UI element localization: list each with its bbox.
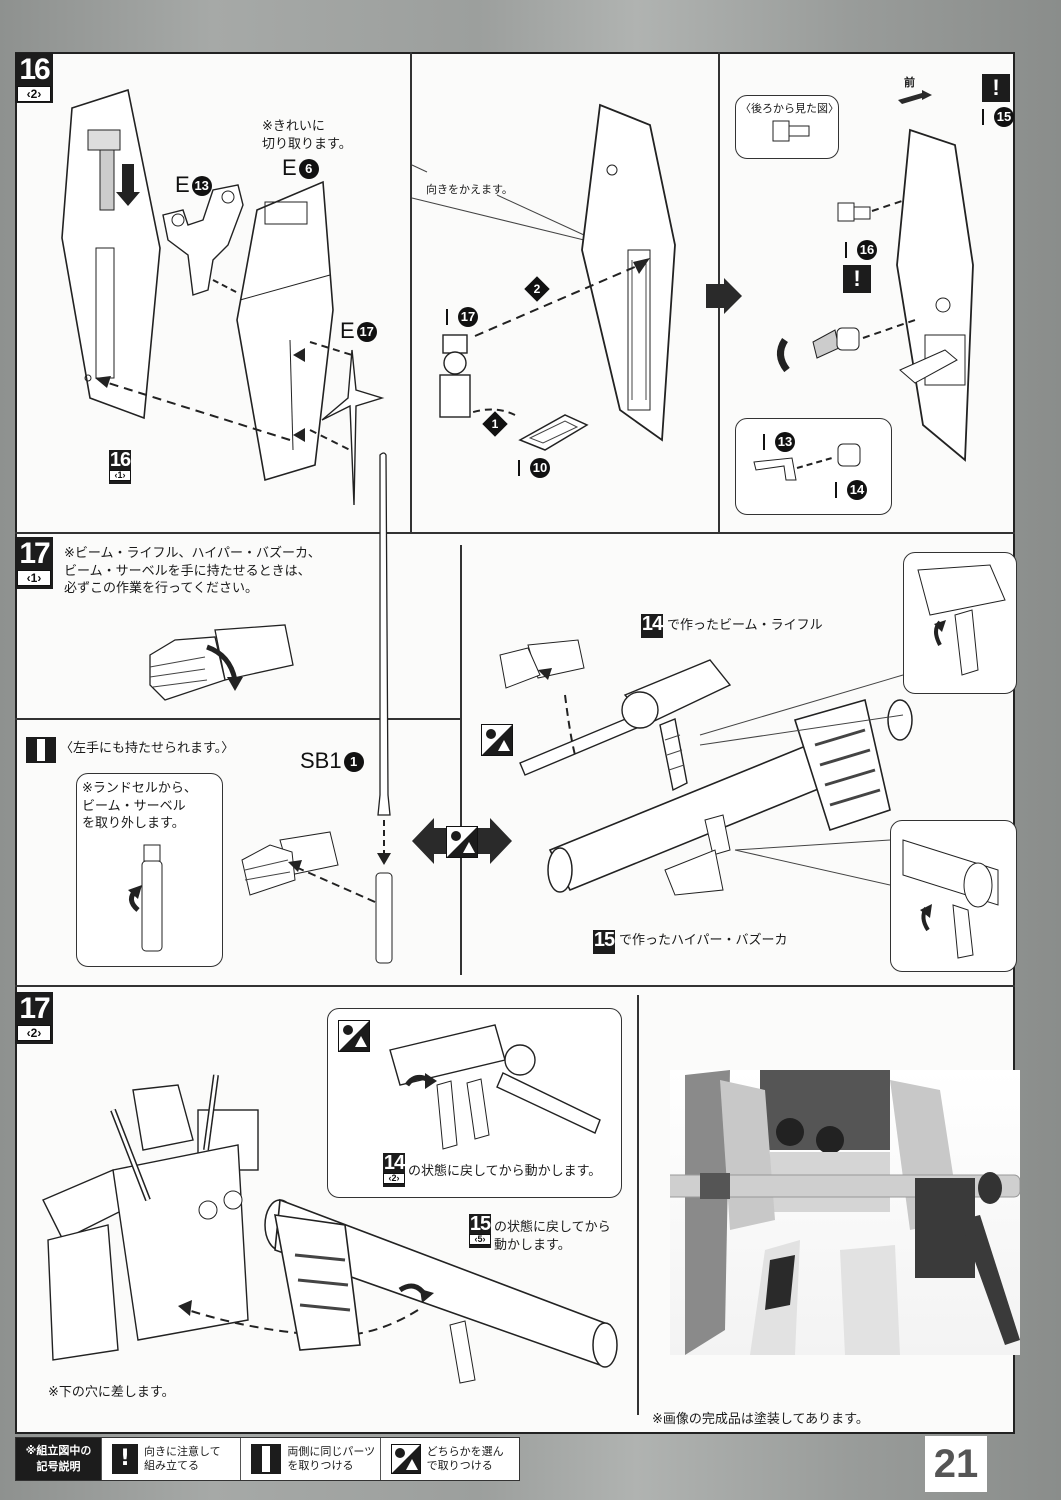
hand-grip-saber-drawing [241, 831, 376, 903]
finished-model-photo [649, 1070, 1021, 1355]
front-direction-label: 前 [904, 76, 915, 89]
rifle-ref-text: で作ったビーム・ライフル [667, 618, 823, 633]
both-sides-icon [251, 1444, 282, 1474]
divider-middle-row [15, 985, 1015, 987]
divider-17-1-inner [15, 718, 460, 720]
bazooka-state-ref-badge: 15 ‹5› [469, 1214, 491, 1248]
order-marker-1: 1 [482, 411, 508, 437]
page-number: 21 [925, 1436, 987, 1492]
hand-open-drawing [149, 624, 294, 701]
hyper-bazooka-drawing [547, 698, 913, 896]
shield-back-drawing [61, 88, 161, 420]
divider-17-1 [460, 545, 462, 975]
order-marker-2: 2 [524, 276, 550, 302]
insert-lower-hole-note: ※下の穴に差します。 [48, 1385, 175, 1400]
saber-removal-note: ※ランドセルから、 ビーム・サーベル を取り外します。 [82, 781, 197, 832]
legend-item-choice: どちらかを選ん で取りつける [379, 1438, 519, 1480]
part-i17-grip-drawing [439, 334, 471, 418]
shield-inner-drawing [581, 103, 676, 442]
legend-heading: ※組立図中の 記号説明 [16, 1438, 101, 1480]
divider-16-left [410, 52, 412, 532]
orientation-warning-icon: ! [982, 74, 1010, 102]
divider-top-row [15, 532, 1015, 534]
bazooka-mount-dashed-arrow [178, 1300, 419, 1337]
hand-with-peg-drawing [499, 639, 585, 689]
runner-tag-i13: 13 [763, 432, 795, 452]
front-arrow-icon [898, 90, 932, 104]
beam-rifle-drawing [519, 659, 732, 792]
painted-model-note: ※画像の完成品は塗装してあります。 [652, 1412, 869, 1427]
hyper-bazooka-mount-drawing [264, 1198, 618, 1384]
rifle-state-ref-badge: 14 ‹2› [383, 1153, 405, 1187]
part-e6-drawing [236, 180, 334, 482]
bazooka-ref-badge: 15 [593, 930, 615, 954]
detail-leader-lines [699, 674, 904, 886]
choice-icon-rifle-2 [338, 1020, 370, 1052]
gundam-torso-drawing [42, 1074, 259, 1361]
dashed-arrow-16-to-e6 [95, 376, 291, 441]
step-badge-17-2: 17 ‹2› [15, 992, 53, 1044]
turn-leader-lines [411, 164, 585, 241]
runner-tag-i16: 16 [845, 240, 877, 260]
part-i10-handle-drawing [469, 408, 589, 451]
rifle-grip-detail-drawing [917, 564, 1006, 676]
choose-either-arrow [412, 818, 512, 864]
finished-model-photo-image [649, 1070, 1021, 1355]
hand-prep-note: ※ビーム・ライフル、ハイパー・バズーカ、 ビーム・サーベルを手に持たせるときは、… [64, 546, 321, 597]
both-sides-icon [26, 737, 56, 763]
step-ref-badge-16-1: 16 ‹1› [109, 450, 131, 484]
step-badge-16-2: 16 ‹2› [15, 53, 53, 103]
runner-tag-i14: 14 [835, 480, 867, 500]
choice-icon-center [446, 826, 478, 858]
choice-icon [390, 1444, 421, 1474]
step-badge-17-1: 17 ‹1› [15, 537, 53, 589]
beam-rifle-folded-drawing [389, 1024, 601, 1150]
part-i13-i14-assembly [777, 319, 916, 373]
saber-hilt-drawing [128, 844, 163, 952]
runner-tag-i15: 15 [982, 107, 1014, 127]
next-arrow [706, 278, 742, 314]
exclamation-icon: ! [112, 1444, 138, 1474]
bazooka-grip-detail-drawing [902, 839, 999, 959]
i13-i14-detail-drawing [753, 443, 861, 481]
turn-around-note: 向きをかえます。 [426, 183, 513, 196]
orientation-warning-icon-2: ! [843, 265, 871, 293]
choice-icon-rifle [481, 724, 513, 756]
beam-saber-blade-drawing [375, 452, 393, 964]
legend-item-orientation: ! 向きに注意して 組み立てる [101, 1438, 240, 1480]
runner-tag-i17: 17 [446, 307, 478, 327]
symbol-legend: ※組立図中の 記号説明 ! 向きに注意して 組み立てる 両側に同じパーツ を取り… [15, 1437, 520, 1481]
shield-assembled-drawing [896, 128, 974, 462]
left-hand-note: 〈左手にも持たせられます。〉 [60, 741, 235, 756]
dashed-arrow-2 [474, 258, 650, 337]
bazooka-ref-text: で作ったハイパー・バズーカ [619, 933, 788, 948]
rear-view-part-drawing [772, 120, 810, 142]
rifle-ref-badge: 14 [641, 614, 663, 638]
part-e13-drawing [162, 184, 244, 296]
divider-17-2 [637, 995, 639, 1415]
runner-tag-i10: 10 [518, 458, 550, 478]
bazooka-state-note: の状態に戻してから 動かします。 [494, 1220, 611, 1253]
rear-view-label: 〈後ろから見た図〉 [740, 102, 839, 115]
part-e17-drawing [309, 341, 385, 506]
cut-cleanly-note: ※きれいに 切り取ります。 [262, 119, 352, 152]
rifle-state-note: の状態に戻してから動かします。 [408, 1164, 602, 1179]
legend-item-both-sides: 両側に同じパーツ を取りつける [240, 1438, 379, 1480]
